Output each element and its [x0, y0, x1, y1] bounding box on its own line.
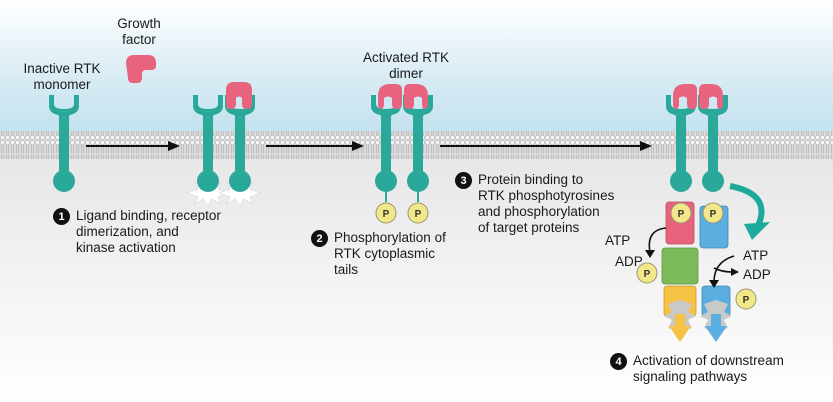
target-protein-green	[661, 247, 699, 285]
rtk-receptor-right-stage2	[403, 95, 433, 202]
svg-text:P: P	[710, 209, 717, 220]
bound-ligand-stage1	[226, 82, 252, 109]
bound-ligand-stage3	[673, 84, 723, 109]
downstream-arrow-blue	[705, 314, 727, 342]
label-atp-left: ATP	[605, 233, 631, 248]
process-arrow-3	[440, 141, 652, 151]
step-number-badge: 2	[311, 230, 328, 247]
label-activated-rtk-dimer: Activated RTK dimer	[362, 50, 450, 81]
rtk-receptor-right-stage1	[217, 95, 262, 207]
label-inactive-rtk-monomer: Inactive RTK monomer	[23, 61, 101, 92]
svg-text:P: P	[415, 209, 422, 220]
label-growth-factor: Growth factor	[117, 16, 161, 47]
step-4: 4 Activation of downstream signaling pat…	[610, 353, 784, 385]
phosphate-group: P	[407, 202, 429, 224]
svg-text:P: P	[383, 209, 390, 220]
process-arrow-1	[86, 141, 180, 151]
curved-arrow	[729, 183, 765, 228]
phosphate-group: P	[735, 288, 757, 310]
atp-arrow-left-head	[645, 250, 655, 258]
rtk-monomer-inactive	[49, 95, 79, 192]
label-adp-left: ADP	[615, 254, 643, 269]
rtk-receptor-right-stage3	[698, 95, 728, 192]
atp-arrow-left	[648, 227, 667, 253]
phosphate-group: P	[375, 202, 397, 224]
rtk-receptor-left-stage1	[185, 95, 230, 207]
rtk-receptor-left-stage2	[371, 95, 401, 202]
step-text: Activation of downstream signaling pathw…	[633, 353, 784, 384]
svg-text:P: P	[678, 209, 685, 220]
rtk-receptor-left-stage3	[666, 95, 696, 192]
atp-arrow-right	[713, 255, 735, 283]
svg-text:P: P	[644, 269, 651, 280]
process-arrow-2	[266, 141, 364, 151]
adp-arrow-right	[713, 267, 733, 273]
phosphate-group: P	[670, 202, 692, 224]
step-number-badge: 4	[610, 353, 627, 370]
step-text: Ligand binding, receptor dimerization, a…	[76, 208, 221, 255]
phosphate-group: P	[702, 202, 724, 224]
growth-factor-ligand	[126, 55, 156, 83]
curved-arrow-head	[744, 222, 770, 240]
bound-ligand-stage2	[378, 84, 428, 109]
step-number-badge: 3	[455, 172, 472, 189]
step-text: Protein binding to RTK phosphotyrosines …	[478, 172, 615, 235]
label-adp-right: ADP	[743, 267, 771, 282]
step-number-badge: 1	[53, 208, 70, 225]
step-3: 3 Protein binding to RTK phosphotyrosine…	[455, 172, 614, 236]
svg-text:P: P	[743, 295, 750, 306]
atp-arrow-right-head	[709, 280, 719, 288]
step-text: Phosphorylation of RTK cytoplasmic tails	[334, 230, 446, 277]
step-1: 1 Ligand binding, receptor dimerization,…	[53, 208, 221, 256]
phosphate-group: P	[636, 262, 658, 284]
step-2: 2 Phosphorylation of RTK cytoplasmic tai…	[311, 230, 446, 278]
downstream-arrow-yellow	[669, 314, 691, 342]
adp-arrow-right-head	[731, 268, 739, 276]
label-atp-right: ATP	[743, 248, 769, 263]
